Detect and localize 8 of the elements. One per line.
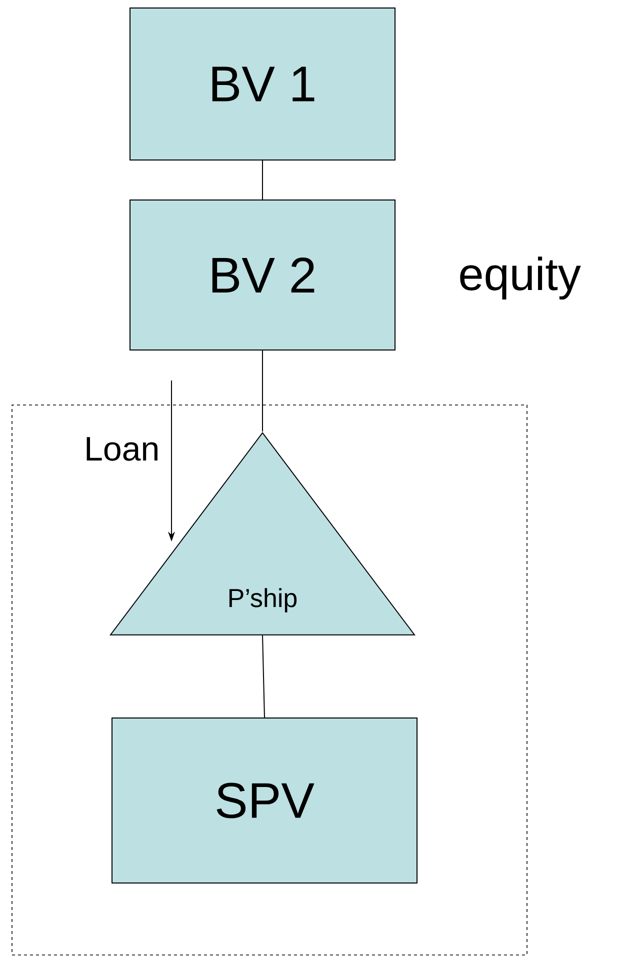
connector-line [262, 160, 263, 200]
connector-line [262, 634, 265, 718]
entity-box: BV 1 [130, 8, 396, 160]
side-label: equity [460, 256, 581, 300]
dashed-frame [12, 404, 528, 956]
entity-box: BV 2 [130, 200, 396, 350]
connector-line [262, 350, 263, 432]
entity-box: SPV [112, 718, 418, 884]
